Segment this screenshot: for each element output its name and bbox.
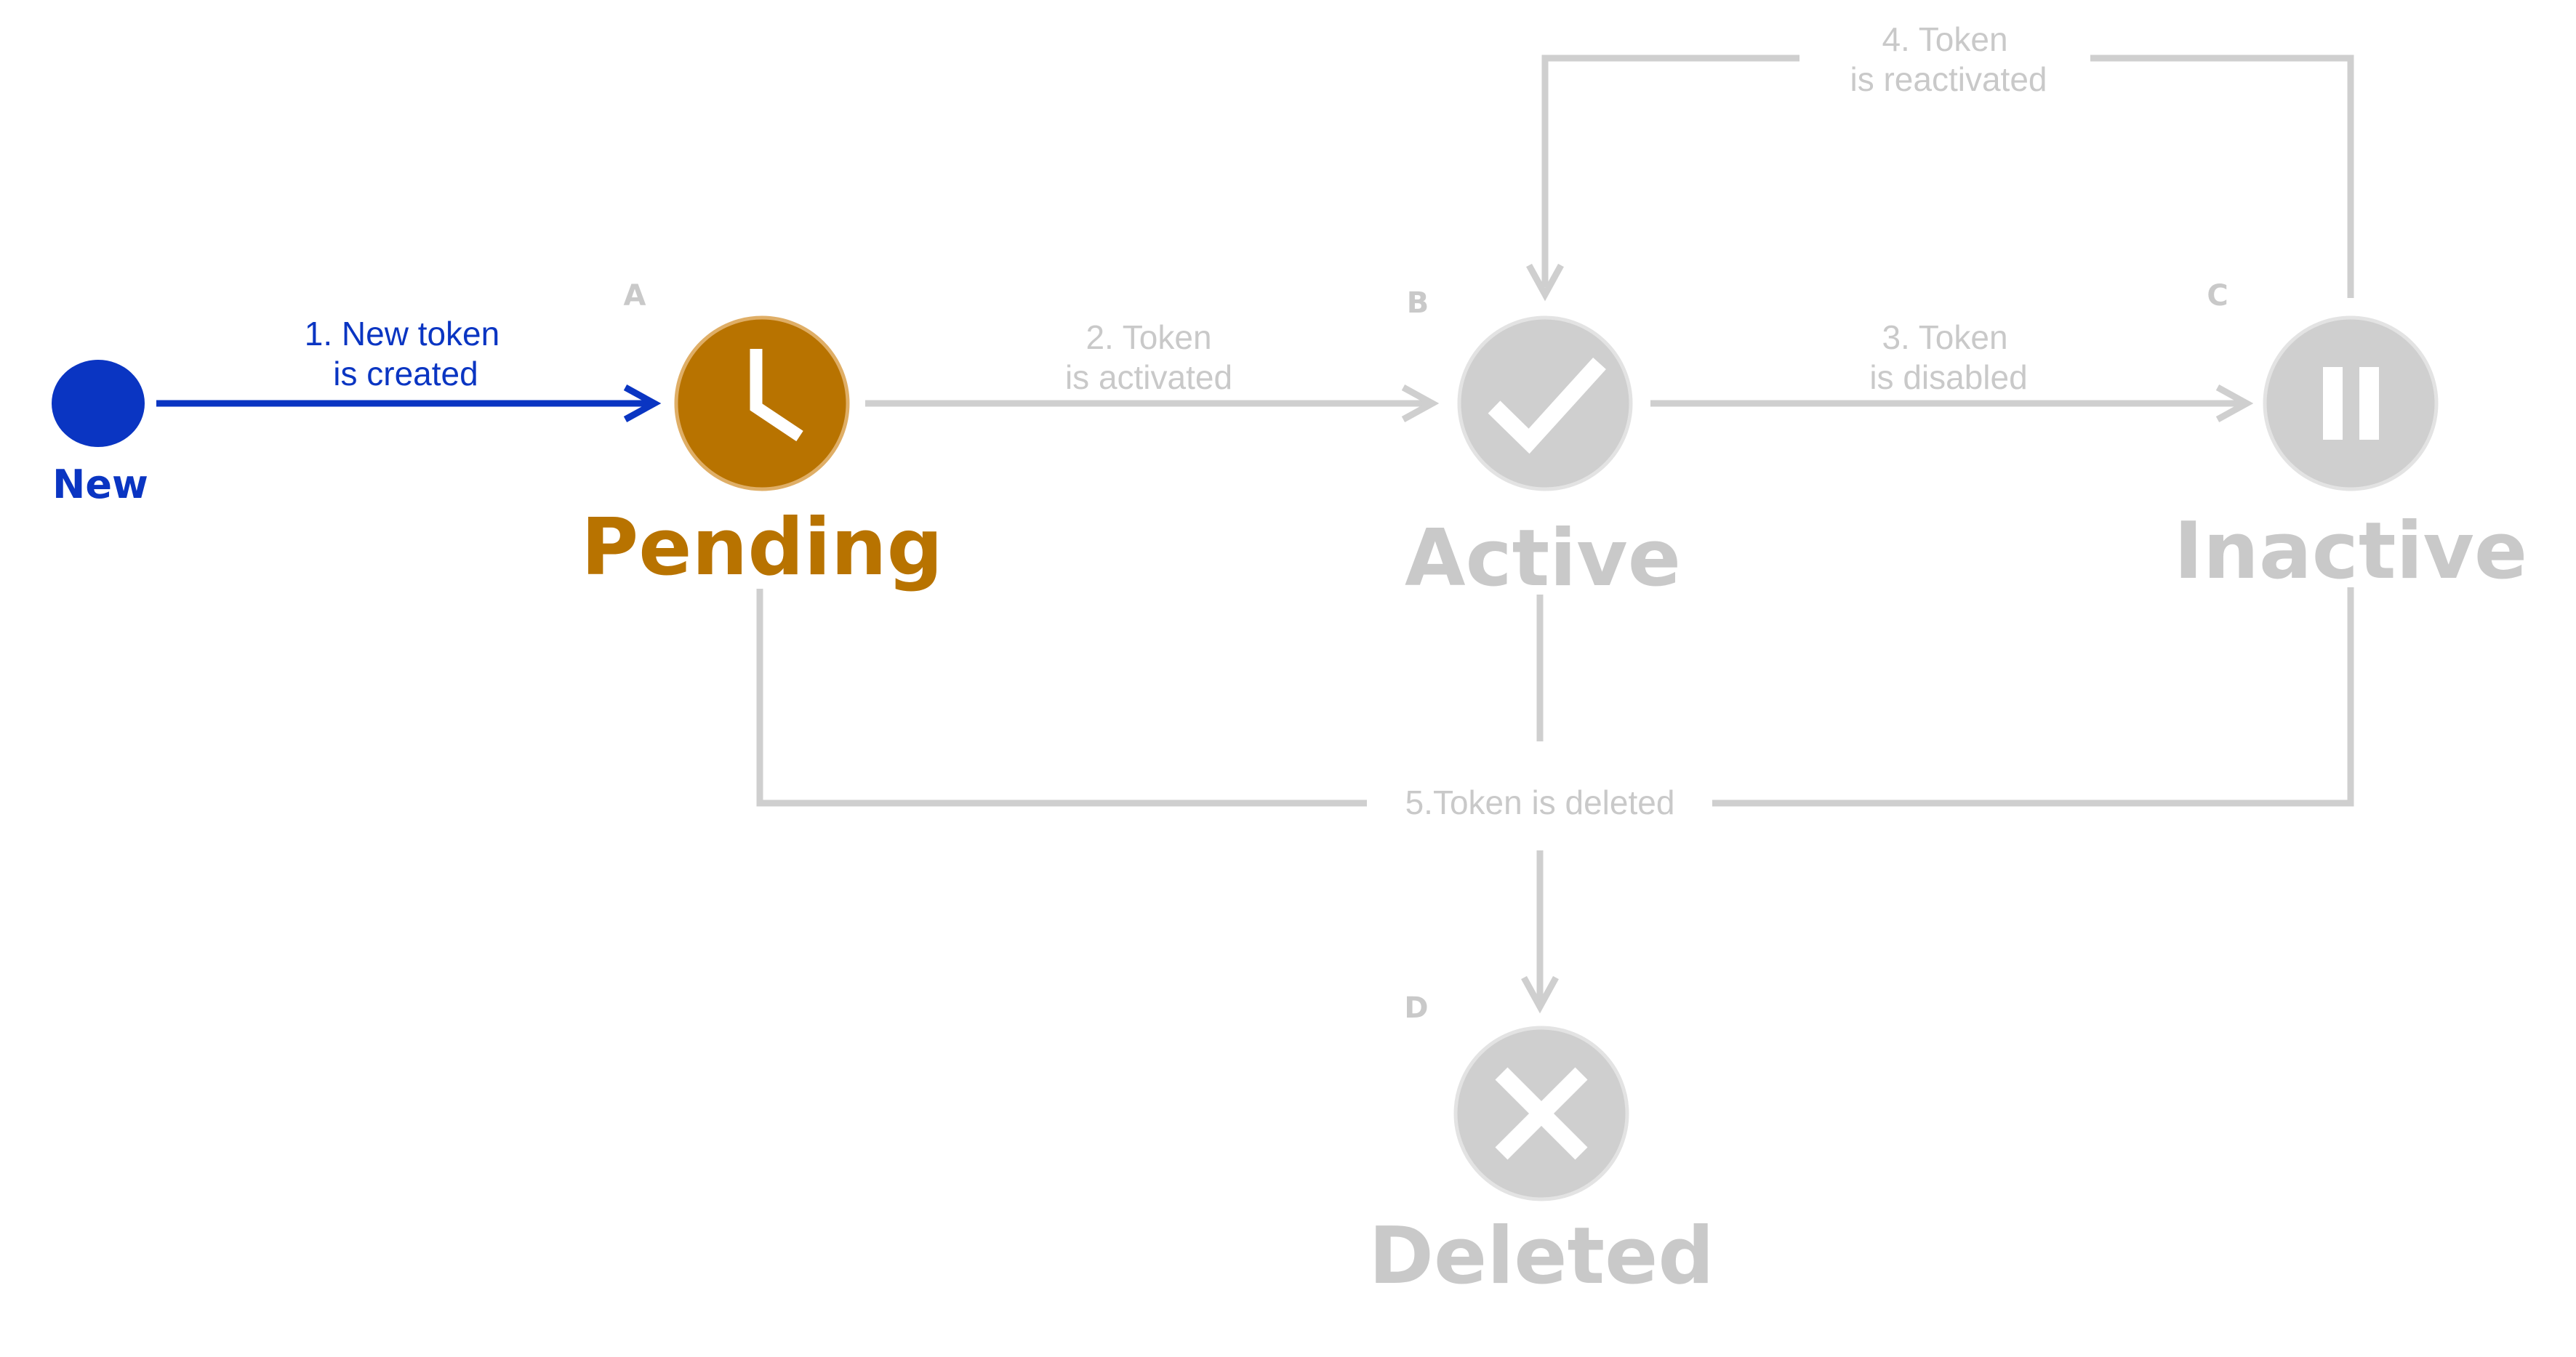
checkmark-icon (1488, 357, 1606, 454)
state-active-letter: B (1407, 286, 1429, 320)
state-new-label: New (52, 462, 148, 507)
inactive-circle (2263, 315, 2439, 491)
edge-reactivated-arrowhead (1526, 263, 1564, 302)
state-active: B Active (1405, 286, 1681, 604)
state-deleted-letter: D (1404, 991, 1428, 1025)
edge-deleted-label: 5.Token is deleted (1405, 784, 1675, 821)
edge-created (156, 384, 662, 422)
pause-icon (2323, 367, 2379, 440)
state-inactive-label: Inactive (2174, 506, 2527, 597)
edge-activated-arrowhead (1401, 384, 1440, 422)
state-inactive-letter: C (2207, 279, 2228, 313)
state-inactive: C Inactive (2174, 279, 2527, 597)
state-pending: A Pending (581, 279, 943, 593)
edge-reactivated-label-line1: 4. Token (1882, 20, 2007, 58)
active-circle (1457, 315, 1633, 491)
filled-dot-icon (52, 360, 145, 447)
edge-disabled-arrowhead (2215, 384, 2254, 422)
state-new: New (52, 360, 148, 507)
clock-icon (750, 349, 803, 442)
edge-deleted-line-left (756, 589, 1367, 807)
edge-reactivated-line-left (1541, 55, 1799, 287)
state-active-label: Active (1405, 513, 1681, 604)
edge-reactivated-label-line2: is reactivated (1850, 60, 2047, 98)
state-pending-letter: A (624, 279, 646, 313)
state-deleted-label: Deleted (1368, 1211, 1714, 1302)
connectors (756, 55, 2354, 1014)
edge-reactivated-line-right (2090, 55, 2354, 298)
edge-deleted-line-right (1712, 587, 2354, 807)
edge-disabled-label-line1: 3. Token (1882, 318, 2007, 356)
edge-created-label-line1: 1. New token (305, 315, 499, 353)
edge-activated-label-line1: 2. Token (1086, 318, 1211, 356)
state-deleted: D Deleted (1368, 991, 1714, 1302)
edge-deleted-arrowhead (1521, 975, 1559, 1014)
state-pending-label: Pending (581, 502, 943, 593)
edge-disabled-label-line2: is disabled (1869, 358, 2027, 396)
edge-created-label-line2: is created (333, 355, 478, 392)
edge-created-arrowhead (623, 384, 662, 422)
x-cross-icon (1495, 1067, 1588, 1160)
edge-activated-label-line2: is activated (1065, 358, 1232, 396)
